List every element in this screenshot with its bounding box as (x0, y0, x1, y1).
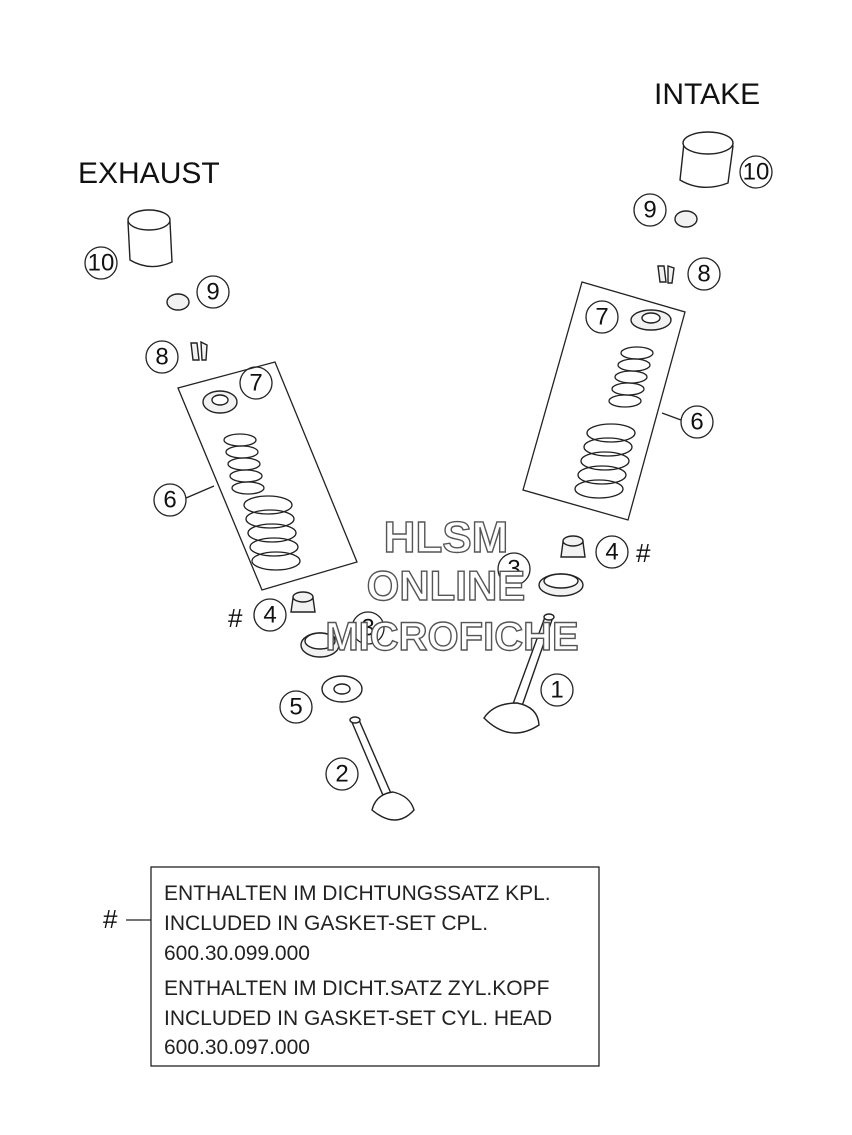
callout-2: 2 (325, 757, 359, 791)
exhaust-heading: EXHAUST (78, 157, 220, 190)
svg-text:3: 3 (361, 615, 374, 642)
callout-1: 1 (540, 673, 574, 707)
svg-text:HLSM: HLSM (384, 513, 509, 562)
exhaust-spring-retainer (202, 390, 238, 414)
svg-text:7: 7 (595, 304, 608, 331)
intake-outer-spring (574, 423, 636, 499)
svg-text:2: 2 (335, 761, 348, 788)
svg-text:6: 6 (690, 409, 703, 436)
callout-4-intake: 4 (595, 535, 629, 569)
exhaust-valve (349, 716, 415, 821)
exhaust-valve-stem-seal (290, 591, 316, 613)
callout-3-exhaust: 3 (351, 611, 385, 645)
gasket-marker-intake: # (636, 538, 651, 568)
intake-spring-retainer (630, 309, 672, 331)
svg-text:4: 4 (263, 602, 276, 629)
svg-text:6: 6 (163, 487, 176, 514)
callout-9-exhaust: 9 (196, 275, 230, 309)
svg-text:8: 8 (697, 261, 710, 288)
legend-line-5: INCLUDED IN GASKET-SET CYL. HEAD (164, 1007, 552, 1030)
intake-shim (674, 210, 698, 228)
legend-line-1: ENTHALTEN IM DICHTUNGSSATZ KPL. (164, 882, 551, 905)
svg-text:9: 9 (643, 197, 656, 224)
exhaust-inner-spring (223, 433, 265, 495)
svg-text:10: 10 (88, 250, 115, 277)
exhaust-shim (166, 293, 190, 311)
intake-bucket-tappet (679, 131, 734, 188)
svg-text:10: 10 (743, 159, 770, 186)
gasket-set-legend: # ENTHALTEN IM DICHTUNGSSATZ KPL. INCLUD… (103, 866, 600, 1067)
callout-10-intake: 10 (739, 155, 773, 189)
callout-7-intake: 7 (585, 300, 619, 334)
svg-text:ONLINE: ONLINE (367, 562, 526, 609)
svg-text:4: 4 (605, 539, 618, 566)
intake-valve (483, 613, 555, 734)
legend-line-4: ENTHALTEN IM DICHT.SATZ ZYL.KOPF (164, 977, 549, 1000)
svg-text:MICROFICHE: MICROFICHE (325, 615, 578, 659)
intake-valve-collets (657, 265, 675, 284)
gasket-marker-exhaust: # (228, 603, 243, 633)
callout-3-intake: 3 (497, 552, 531, 586)
callout-8-intake: 8 (687, 257, 721, 291)
svg-text:9: 9 (206, 279, 219, 306)
callout-7-exhaust: 7 (239, 366, 273, 400)
svg-text:1: 1 (550, 677, 563, 704)
legend-line-2: INCLUDED IN GASKET-SET CPL. (164, 912, 488, 935)
callout-9-intake: 9 (633, 193, 667, 227)
svg-text:3: 3 (507, 556, 520, 583)
exhaust-spring-group-box (177, 361, 358, 591)
exhaust-outer-spring (243, 495, 301, 571)
callout-5: 5 (279, 690, 313, 724)
legend-marker: # (103, 904, 118, 934)
intake-spring-group-box (522, 281, 686, 521)
callout-10-exhaust: 10 (84, 246, 118, 280)
intake-valve-stem-seal (560, 535, 586, 558)
legend-line-3: 600.30.099.000 (164, 942, 310, 965)
svg-text:8: 8 (155, 344, 168, 371)
callout-6-intake: 6 (661, 405, 714, 439)
watermark: HLSM ONLINE MICROFICHE (325, 512, 580, 659)
intake-spring-seat (538, 573, 584, 597)
svg-text:7: 7 (249, 370, 262, 397)
exhaust-valve-collets (190, 340, 208, 361)
svg-text:5: 5 (289, 694, 302, 721)
legend-line-6: 600.30.097.000 (164, 1036, 310, 1059)
exhaust-washer (321, 675, 363, 703)
callout-4-exhaust: 4 (253, 598, 287, 632)
exhaust-bucket-tappet (127, 209, 173, 268)
callout-8-exhaust: 8 (145, 340, 179, 374)
callout-6-exhaust: 6 (153, 483, 215, 517)
exhaust-spring-seat (300, 632, 340, 658)
intake-inner-spring (608, 346, 654, 408)
intake-heading: INTAKE (654, 78, 760, 111)
